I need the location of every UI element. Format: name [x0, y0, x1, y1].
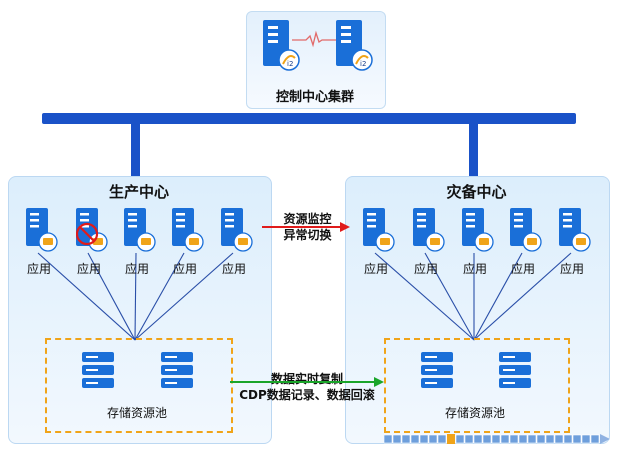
- production-center-title: 生产中心: [108, 183, 169, 201]
- storage-icon: [421, 352, 453, 394]
- replication-arrow: [230, 377, 384, 387]
- app-label: 应用: [559, 262, 584, 276]
- app-label: 应用: [221, 262, 246, 276]
- monitor-label-line2: 异常切换: [283, 228, 332, 242]
- disaster-storage-pool: [384, 338, 570, 433]
- app-server-icon: [172, 208, 206, 256]
- storage-icon: [499, 352, 531, 394]
- monitor-label-line1: 资源监控: [283, 212, 332, 226]
- server-icon: i2: [263, 20, 303, 76]
- server-badge-left: i2: [287, 60, 293, 68]
- bus-drop-right: [469, 124, 478, 176]
- control-cluster-title: 控制中心集群: [275, 90, 354, 105]
- app-server-icon: [26, 208, 60, 256]
- app-server-icon: [363, 208, 397, 256]
- app-label: 应用: [462, 262, 487, 276]
- app-label: 应用: [413, 262, 438, 276]
- production-storage-pool: [45, 338, 233, 433]
- app-server-icon: [510, 208, 544, 256]
- app-server-icon: [559, 208, 593, 256]
- app-label: 应用: [172, 262, 197, 276]
- app-server-icon: [413, 208, 447, 256]
- app-label: 应用: [76, 262, 101, 276]
- app-server-icon: [221, 208, 255, 256]
- server-badge-right: i2: [360, 60, 366, 68]
- heartbeat-line: [292, 30, 338, 48]
- app-server-icon: [462, 208, 496, 256]
- app-label: 应用: [510, 262, 535, 276]
- storage-icon: [82, 352, 114, 394]
- monitor-arrow: [262, 222, 350, 232]
- app-label: 应用: [363, 262, 388, 276]
- disaster-pool-label: 存储资源池: [444, 406, 505, 420]
- app-server-icon: [124, 208, 158, 256]
- storage-icon: [161, 352, 193, 394]
- replication-label-line2: CDP数据记录、数据回滚: [239, 388, 375, 402]
- disaster-center-title: 灾备中心: [446, 183, 507, 201]
- app-server-icon-failed: [75, 208, 110, 256]
- production-pool-label: 存储资源池: [106, 406, 167, 420]
- server-icon: i2: [336, 20, 376, 76]
- bus-drop-left: [131, 124, 140, 176]
- app-label: 应用: [26, 262, 51, 276]
- cdp-timeline-strip: [384, 434, 610, 444]
- app-label: 应用: [124, 262, 149, 276]
- network-bus: [42, 113, 576, 124]
